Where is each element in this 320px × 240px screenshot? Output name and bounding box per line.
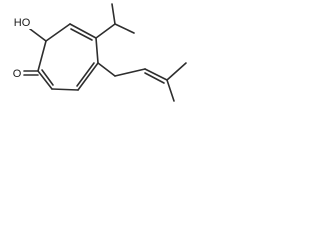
ring-bond-c4-c5 (77, 62, 99, 91)
prenyl-group (97, 62, 187, 102)
carbonyl-oxygen-label: O (13, 68, 22, 80)
bond-ch-c-double-inner (144, 72, 165, 84)
double-bond-inner-c6-c7 (41, 69, 54, 86)
double-bond-inner-c4-c5 (76, 62, 95, 87)
hydroxyl-label-halo (12, 14, 32, 29)
bond-c3-isopropyl (95, 23, 116, 39)
bond-c-methyl-up (166, 62, 187, 81)
bond-isopropyl-methyl-up (111, 3, 116, 25)
bond-c4-ch2 (97, 62, 116, 77)
ring-bond-c6-c7 (37, 70, 53, 90)
bond-isopropyl-methyl-right (114, 23, 135, 34)
isopropyl-group (95, 3, 135, 39)
bond-c-methyl-down (166, 79, 175, 102)
double-bond-inner-c2-c3 (70, 28, 93, 41)
structure-canvas: HO O (10, 3, 187, 102)
ring-bond-c7-c1 (37, 40, 47, 72)
bond-ch-c-double (144, 68, 168, 81)
bond-c1-hydroxyl (29, 28, 47, 42)
ring-bond-c2-c3 (69, 23, 97, 39)
ring-bond-c5-c6 (51, 88, 79, 91)
hydroxyl-label: HO (14, 17, 31, 29)
ring-bond-c1-c2 (45, 23, 71, 42)
carbonyl-group (23, 70, 39, 76)
bond-ch2-ch (114, 68, 146, 77)
ring-bond-c3-c4 (95, 37, 99, 64)
cycloheptatriene-ring (37, 23, 99, 91)
carbonyl-oxygen-label-halo (10, 66, 22, 80)
